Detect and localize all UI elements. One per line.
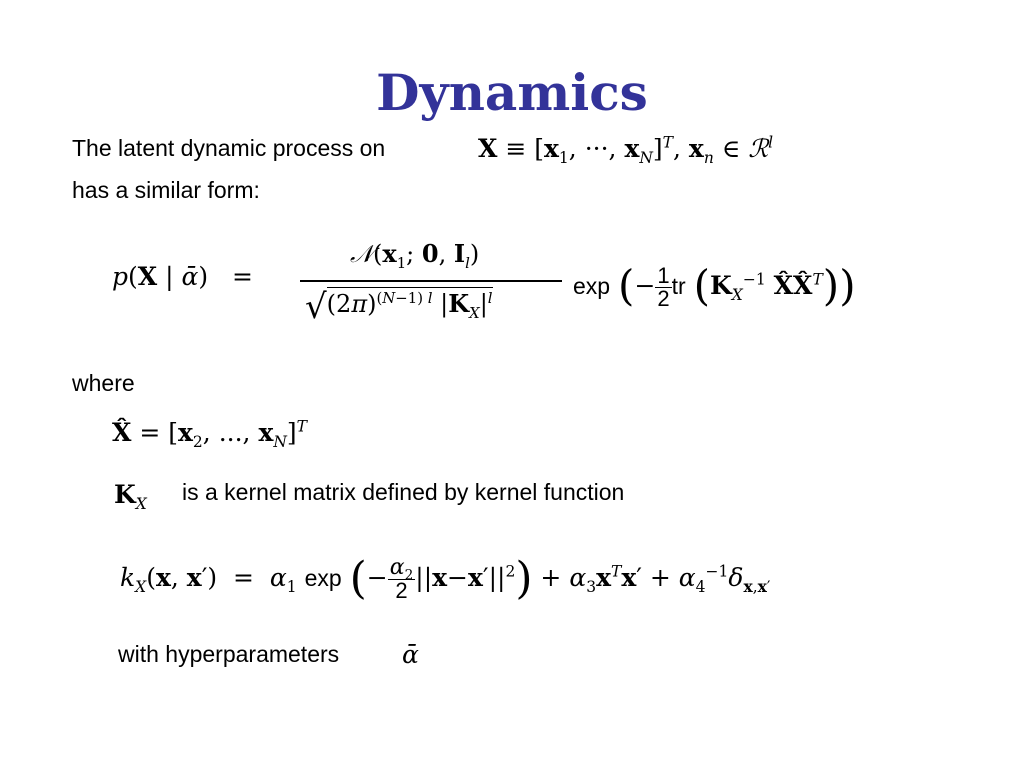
tr-word: tr (671, 273, 686, 299)
where-label: where (72, 370, 135, 396)
fraction-bar (300, 280, 562, 282)
intro-text-line1: The latent dynamic process on (72, 135, 386, 161)
density-numerator: 𝒩(x1; 0, Il) (350, 239, 480, 272)
alpha-bar-text: ᾱ (402, 640, 419, 669)
hyperparameters-label: with hyperparameters (118, 641, 340, 667)
intro-text-line2: has a similar form: (72, 177, 260, 203)
density-denominator: √(2π)(N−1) l |KX|l (305, 287, 493, 327)
kernel-description: is a kernel matrix defined by kernel fun… (182, 479, 625, 505)
xhat-definition-equation: X̂ = [x2, ..., xN]T (112, 417, 308, 451)
slide-title: Dynamics (376, 63, 648, 122)
exp-word: exp (573, 273, 611, 299)
latent-definition-equation: X ≡ [x1, ···, xN]T, xn ∈ ℛl (478, 133, 774, 167)
kx-symbol: KX (114, 480, 147, 513)
alpha-bar-symbol: ᾱ (402, 642, 419, 667)
density-lhs: p(X | ᾱ) = (112, 262, 253, 291)
